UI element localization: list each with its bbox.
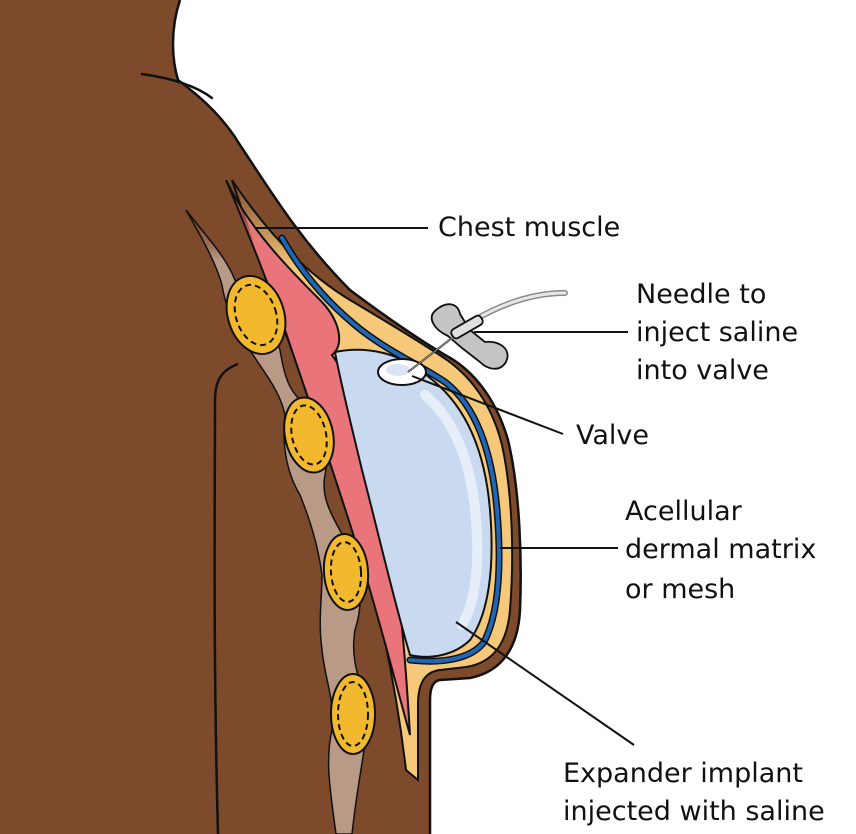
label-expander-line-1: Expander implant — [563, 756, 803, 792]
label-valve: Valve — [576, 418, 649, 454]
label-needle-line-3: into valve — [636, 353, 769, 389]
label-chest-muscle: Chest muscle — [438, 210, 620, 246]
label-expander-line-2: injected with saline — [563, 794, 825, 830]
label-needle-line-1: Needle to — [636, 277, 766, 313]
leader-expander — [456, 622, 634, 745]
label-needle-line-2: inject saline — [636, 315, 798, 351]
label-acellular-line-3: or mesh — [625, 572, 735, 608]
label-acellular-line-1: Acellular — [625, 494, 742, 530]
label-acellular-line-2: dermal matrix — [625, 532, 816, 568]
lymph-node-4 — [331, 674, 375, 754]
